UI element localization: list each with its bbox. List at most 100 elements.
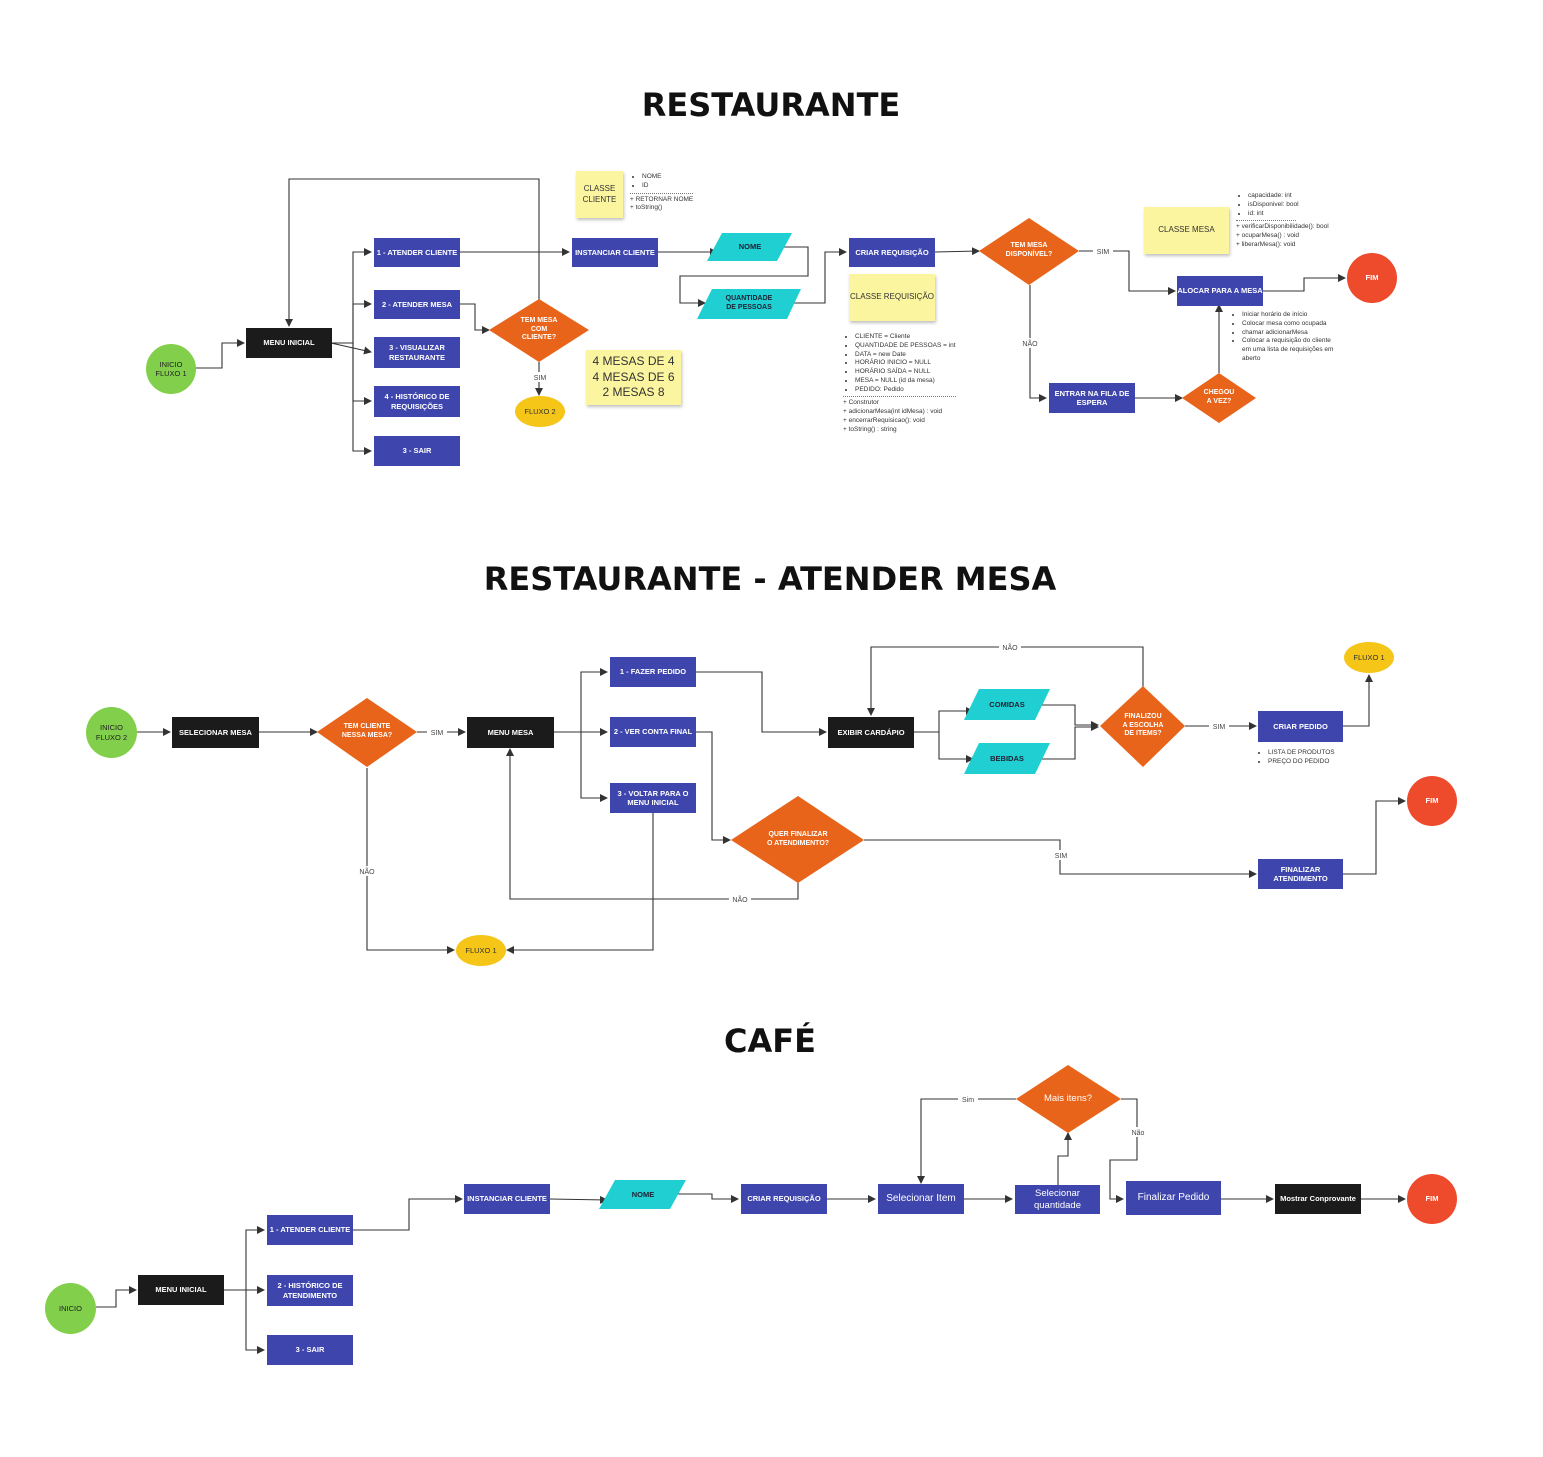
edge <box>1079 250 1176 295</box>
edge <box>1263 274 1346 292</box>
alocar-note: Iniciar horário de início <box>1242 311 1340 320</box>
requisicao-method: + encerrarRequisicao(): void <box>843 416 925 424</box>
edge-label-nao: NÃO <box>1022 339 1038 348</box>
menu-inicial-cafe: MENU INICIAL <box>138 1275 224 1305</box>
title-cafe: CAFÉ <box>724 1022 816 1060</box>
exibir-cardapio: EXIBIR CARDÁPIO <box>828 717 914 748</box>
pedido-note: PREÇO DO PEDIDO <box>1268 758 1335 767</box>
option-sair: 3 - SAIR <box>267 1335 353 1365</box>
edge <box>195 339 245 369</box>
start-inicio-fluxo-1: INICIO FLUXO 1 <box>146 344 196 394</box>
requisicao-method: + toString() : string <box>843 425 897 433</box>
requisicao-method: + Construtor <box>843 399 879 407</box>
decision-label: QUER FINALIZAR O ATENDIMENTO? <box>766 831 830 847</box>
edge <box>1040 704 1099 729</box>
alocar-note: Colocar mesa como ocupada <box>1242 320 1340 329</box>
option-historico-atendimento: 2 - HISTÓRICO DE ATENDIMENTO <box>267 1275 353 1306</box>
title-restaurante-atender-mesa: RESTAURANTE - ATENDER MESA <box>483 560 1057 598</box>
cliente-method: + toString() <box>630 204 663 212</box>
instanciar-cliente-cafe: INSTANCIAR CLIENTE <box>464 1184 550 1214</box>
decision-tem-mesa-com-cliente <box>489 299 589 362</box>
mesa-attr: capacidade: int <box>1248 192 1329 201</box>
requisicao-attr: HORÁRIO SAÍDA = NULL <box>855 368 956 377</box>
classe-mesa-details: capacidade: int isDisponivel: bool id: i… <box>1236 192 1329 250</box>
edge <box>696 731 731 844</box>
edge <box>1057 1132 1072 1185</box>
entrar-fila-espera: ENTRAR NA FILA DE ESPERA <box>1049 383 1135 413</box>
edge-label-nao: NÃO <box>732 895 748 904</box>
connector-fluxo-1: FLUXO 1 <box>1344 642 1394 673</box>
requisicao-attr: CLIENTE = Cliente <box>855 333 956 342</box>
edge <box>1343 674 1373 727</box>
requisicao-attr: MESA = NULL (id da mesa) <box>855 377 956 386</box>
io-nome-label: NOME <box>738 242 762 252</box>
edge-label-nao: NÃO <box>359 867 375 876</box>
edge <box>1343 797 1406 875</box>
mesa-method: + verificarDisponibilidade(): bool <box>1236 223 1329 231</box>
requisicao-attr: DATA = new Date <box>855 351 956 360</box>
edge-label-nao: Não <box>1132 1130 1145 1137</box>
edge <box>934 247 980 256</box>
criar-requisicao: CRIAR REQUISIÇÃO <box>849 238 935 267</box>
edge <box>790 248 847 304</box>
connector-fluxo-1: FLUXO 1 <box>456 935 506 966</box>
finalizar-pedido: Finalizar Pedido <box>1126 1181 1221 1215</box>
edge <box>696 671 827 736</box>
selecionar-quantidade: Selecionar quantidade <box>1015 1185 1100 1214</box>
end-fim: FIM <box>1407 1174 1457 1224</box>
edge <box>554 668 608 733</box>
decision-label: FINALIZOU A ESCOLHA DE ITEMS? <box>1122 712 1164 738</box>
connector-fluxo-2: FLUXO 2 <box>515 396 565 427</box>
requisicao-attr: QUANTIDADE DE PESSOAS = int <box>855 342 956 351</box>
option-historico-requisicoes: 4 - HISTÓRICO DE REQUISIÇÕES <box>374 386 460 417</box>
option-visualizar-restaurante: 3 - VISUALIZAR RESTAURANTE <box>374 337 460 368</box>
title-restaurante: RESTAURANTE <box>641 86 901 124</box>
cliente-method: + RETORNAR NOME <box>630 195 694 203</box>
sticky-note-mesas: 4 MESAS DE 4 4 MESAS DE 6 2 MESAS 8 <box>586 350 681 405</box>
io-comidas-label: COMIDAS <box>989 700 1025 710</box>
edge <box>914 707 974 733</box>
io-nome-cafe <box>599 1180 686 1209</box>
instanciar-cliente: INSTANCIAR CLIENTE <box>572 238 658 267</box>
decision-label: Mais itens? <box>1043 1093 1093 1105</box>
cliente-attr: NOME <box>642 173 693 182</box>
decision-label: CHEGOU A VEZ? <box>1203 389 1235 405</box>
edge <box>366 768 455 954</box>
option-voltar-menu-inicial: 3 - VOLTAR PARA O MENU INICIAL <box>610 783 696 813</box>
decision-finalizou-escolha <box>1100 686 1185 767</box>
edge <box>224 1226 265 1291</box>
io-nome-cafe-label: NOME <box>631 1189 655 1199</box>
io-comidas <box>964 689 1050 720</box>
decision-chegou-a-vez <box>1182 373 1256 423</box>
mostrar-comprovante: Mostrar Conprovante <box>1275 1184 1361 1214</box>
requisicao-method: + adicionarMesa(int idMesa) : void <box>843 408 943 416</box>
edge <box>224 1289 265 1354</box>
edge <box>549 1195 608 1204</box>
edge <box>917 1098 1016 1184</box>
io-nome <box>707 233 792 261</box>
option-atender-mesa: 2 - ATENDER MESA <box>374 290 460 319</box>
mesa-attr: id: int <box>1248 210 1329 219</box>
edge <box>1040 723 1099 760</box>
requisicao-attr: HORÁRIO INICIO = NULL <box>855 359 956 368</box>
sticky-classe-requisicao: CLASSE REQUISIÇÃO <box>849 274 935 321</box>
alocar-note: chamar adicionarMesa <box>1242 329 1340 338</box>
menu-mesa: MENU MESA <box>467 717 554 748</box>
menu-inicial: MENU INICIAL <box>246 328 332 358</box>
io-bebidas-label: BEBIDAS <box>990 754 1024 764</box>
edge <box>506 812 654 954</box>
option-atender-cliente: 1 - ATENDER CLIENTE <box>267 1215 353 1245</box>
edge-label-sim: SIM <box>1097 249 1110 256</box>
finalizar-atendimento: FINALIZAR ATENDIMENTO <box>1258 859 1343 889</box>
edge <box>353 1195 463 1231</box>
option-sair: 3 - SAIR <box>374 436 460 466</box>
sticky-classe-cliente: CLASSE CLIENTE <box>576 171 623 218</box>
decision-quer-finalizar <box>731 796 864 883</box>
edge <box>331 300 372 344</box>
edge-label-nao: NÃO <box>1002 643 1018 652</box>
classe-cliente-details: NOME ID + RETORNAR NOME + toString() <box>630 173 694 213</box>
sticky-classe-mesa: CLASSE MESA <box>1144 207 1229 254</box>
end-fim: FIM <box>1407 776 1457 826</box>
edge <box>914 731 974 763</box>
